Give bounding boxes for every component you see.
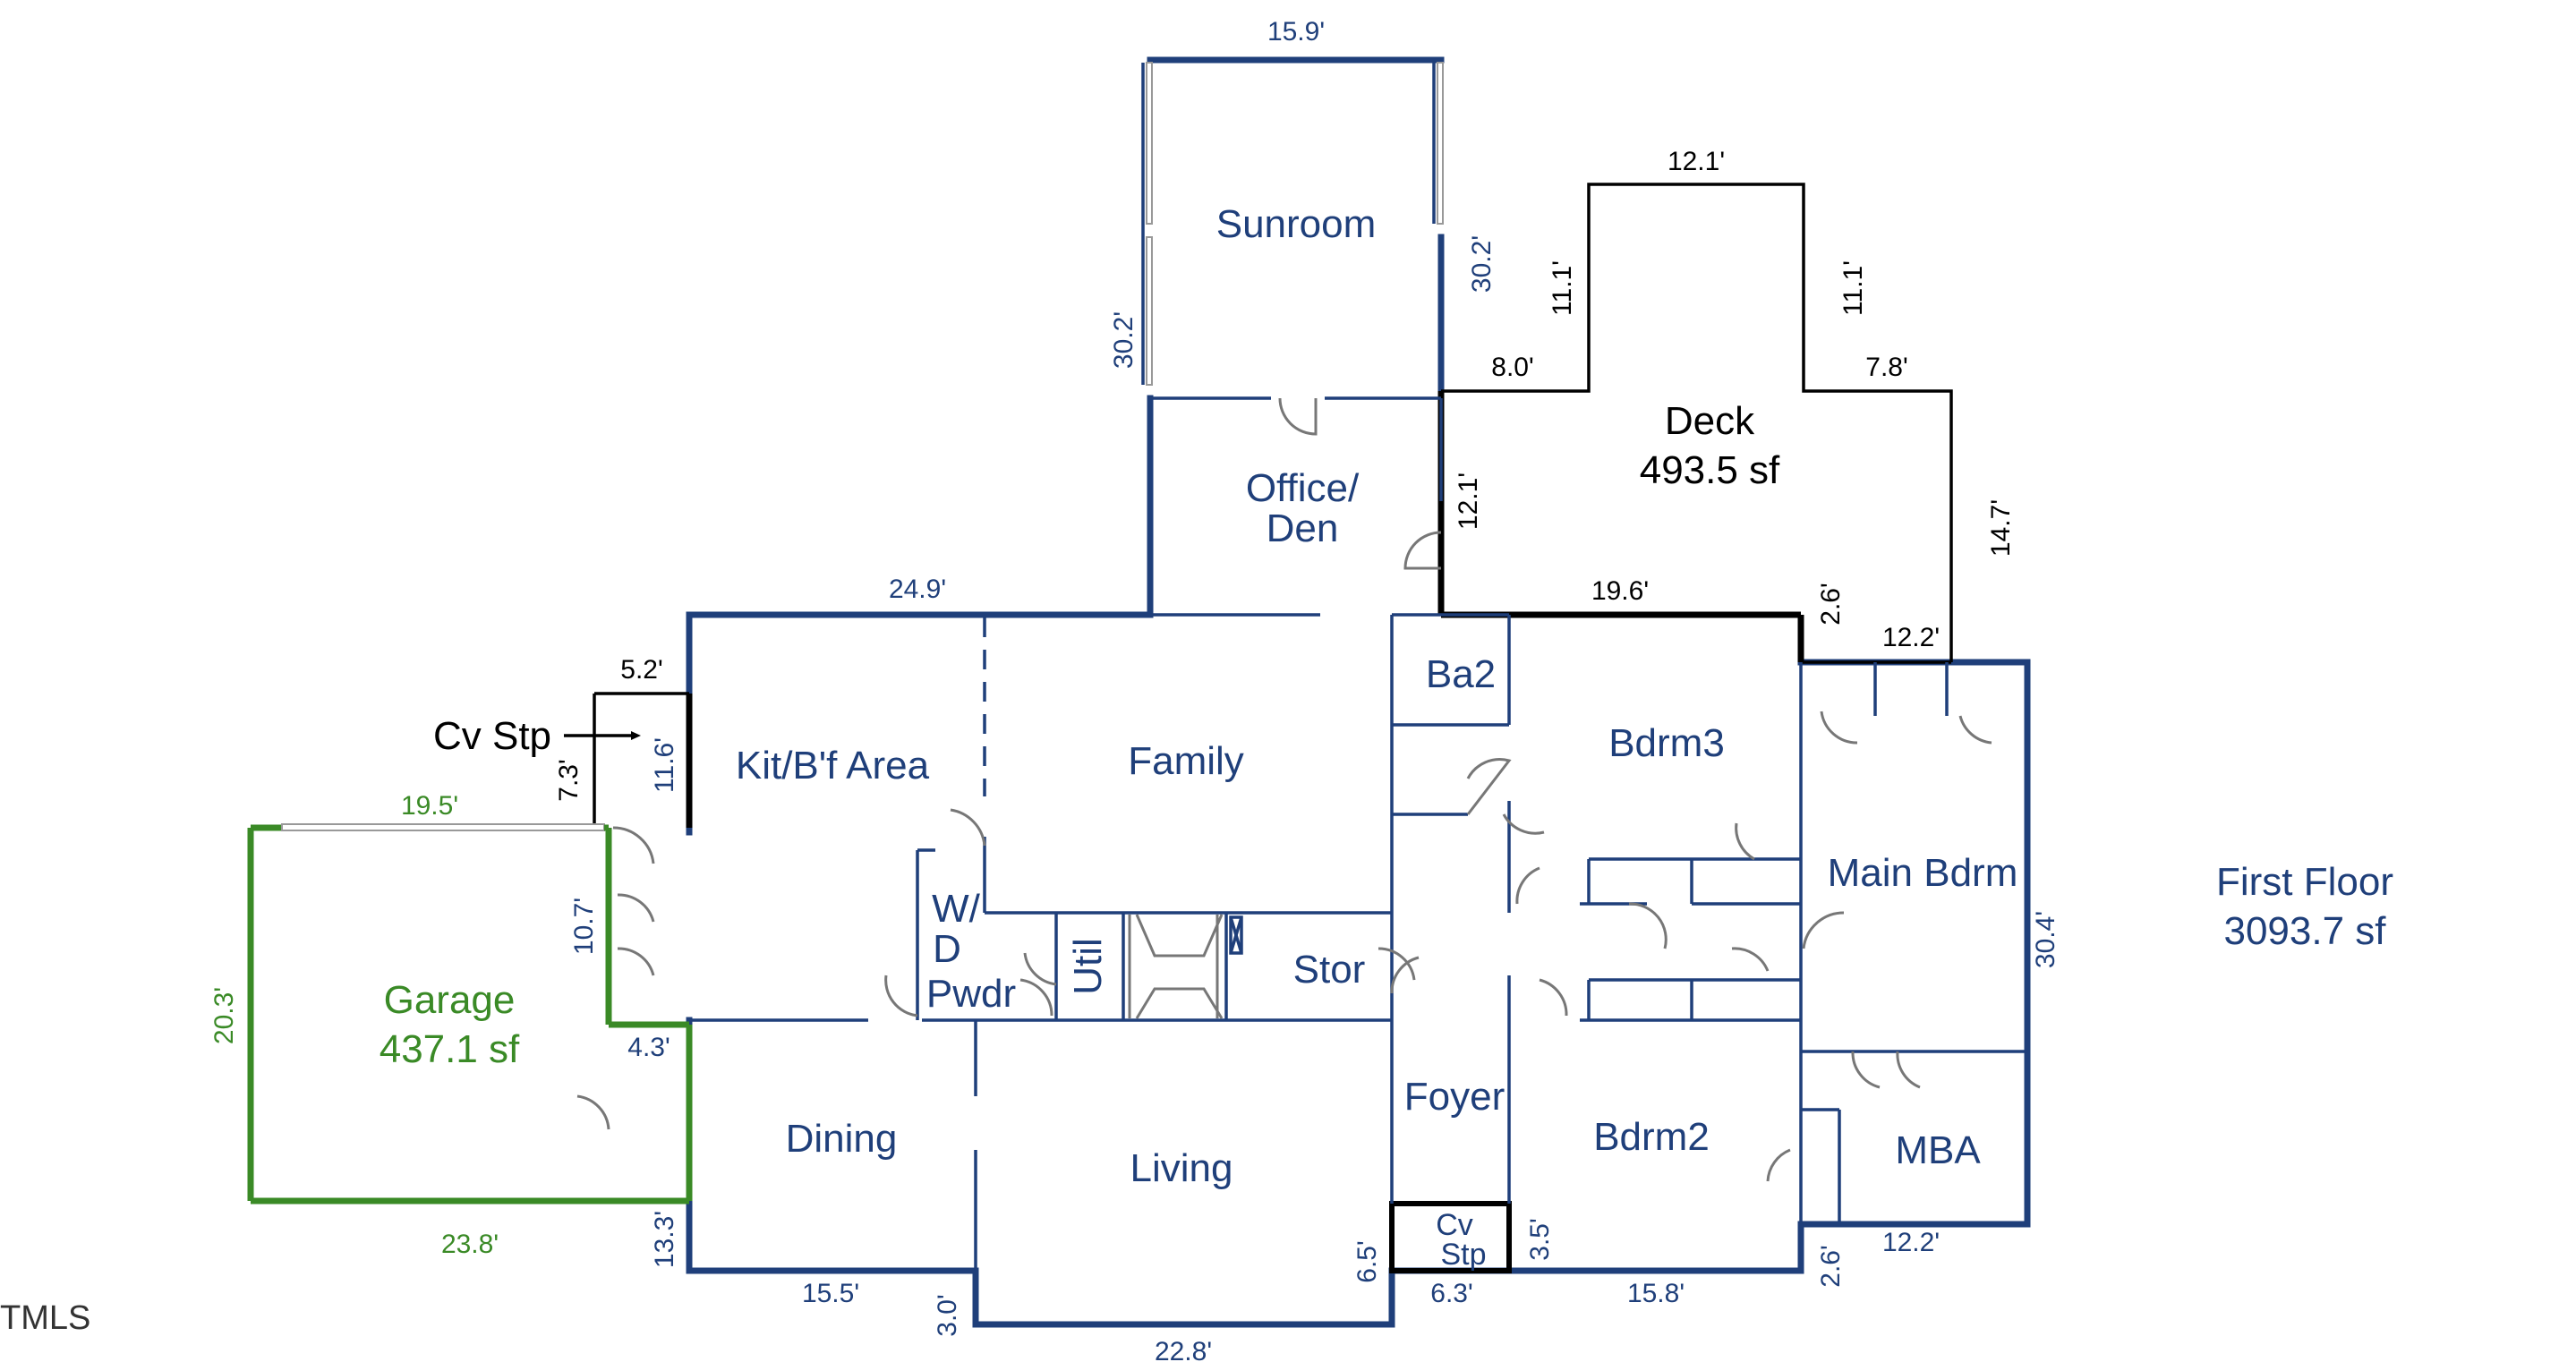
room-label-foyer: Foyer: [1404, 1075, 1505, 1119]
dim-foyer-jog-left: 6.5': [1352, 1240, 1382, 1282]
dim-garage-bottom: 23.8': [441, 1230, 499, 1259]
garage-outline: [247, 823, 693, 1205]
stair-detail: [1128, 914, 1243, 1019]
room-label-ba2: Ba2: [1426, 652, 1496, 696]
dim-house-left-lower: 13.3': [650, 1211, 679, 1268]
floor-name: First Floor: [2216, 860, 2393, 904]
room-label-util: Util: [1066, 938, 1110, 995]
dim-deck-left-step: 8.0': [1491, 353, 1533, 382]
sunroom-windows: [1141, 62, 1444, 386]
room-label-pwdr: Pwdr: [926, 972, 1016, 1016]
floor-area: 3093.7 sf: [2223, 909, 2386, 953]
room-label-bdrm2: Bdrm2: [1593, 1115, 1710, 1159]
room-label-main-bdrm: Main Bdrm: [1828, 851, 2018, 895]
front-covered-step: [1389, 1201, 1512, 1273]
dim-deck-left-up: 11.1': [1548, 260, 1577, 316]
dim-cvstp-side: 7.3': [554, 759, 584, 801]
dim-bdrm2-bottom: 15.8': [1627, 1279, 1685, 1308]
dim-house-top: 24.9': [889, 575, 946, 604]
room-label-office-1: Office/: [1246, 466, 1360, 510]
room-label-dining: Dining: [786, 1117, 898, 1161]
room-label-office-2: Den: [1267, 506, 1339, 550]
room-label-cv-stp-front-2: Stp: [1440, 1238, 1486, 1272]
room-area-garage: 437.1 sf: [380, 1027, 520, 1071]
dim-house-right: 30.4': [2031, 911, 2060, 968]
room-label-mba: MBA: [1895, 1128, 1981, 1172]
dim-sunroom-right: 30.2': [1467, 235, 1497, 293]
room-label-sunroom: Sunroom: [1216, 202, 1377, 246]
dim-deck-jog: 2.6': [1816, 583, 1846, 625]
room-labels: Sunroom Office/ Den Deck 493.5 sf Kit/B'…: [380, 202, 2018, 1272]
side-covered-step: [564, 692, 693, 828]
room-label-living: Living: [1130, 1146, 1233, 1190]
dim-sunroom-left: 30.2': [1109, 311, 1139, 369]
dim-garage-left: 20.3': [209, 987, 239, 1044]
dim-mba-bottom: 12.2': [1882, 1228, 1940, 1257]
dim-mba-jog: 2.6': [1816, 1245, 1846, 1287]
room-label-stor: Stor: [1293, 948, 1366, 992]
dim-living-jog: 3.0': [933, 1294, 962, 1336]
dim-deck-left-side: 12.1': [1454, 472, 1483, 530]
dim-deck-bottom: 19.6': [1591, 576, 1649, 606]
dim-kitchen-side: 11.6': [650, 737, 679, 793]
room-label-cv-stp-front-1: Cv: [1436, 1208, 1473, 1242]
dim-deck-br: 12.2': [1882, 623, 1940, 652]
dimension-labels: 15.9' 30.2' 30.2' 12.1' 11.1' 11.1' 8.0'…: [209, 17, 2060, 1362]
dim-cvstp-top: 5.2': [620, 655, 662, 685]
room-label-kitchen: Kit/B'f Area: [736, 744, 930, 787]
dim-deck-right-side: 14.7': [1986, 499, 2016, 557]
room-label-bdrm3: Bdrm3: [1608, 721, 1725, 765]
tmls-watermark: TMLS: [0, 1299, 90, 1337]
room-label-deck: Deck: [1665, 399, 1755, 443]
dim-dining-bottom: 15.5': [802, 1279, 859, 1308]
dim-foyer-bottom: 6.3': [1430, 1279, 1472, 1308]
dim-living-bottom: 22.8': [1155, 1337, 1212, 1362]
dim-sunroom-top: 15.9': [1267, 17, 1325, 47]
room-area-deck: 493.5 sf: [1640, 448, 1780, 492]
room-label-wd-1: W/: [932, 887, 981, 931]
dim-deck-top: 12.1': [1668, 147, 1725, 176]
dim-foyer-jog-right: 3.5': [1525, 1218, 1555, 1260]
door-swings: [576, 397, 1992, 1182]
dim-garage-top: 19.5': [401, 791, 458, 821]
interior-walls: [689, 396, 2027, 1271]
dim-garage-right-lower: 4.3': [627, 1033, 670, 1062]
room-label-family: Family: [1128, 739, 1244, 783]
room-label-garage: Garage: [384, 978, 516, 1022]
room-label-cv-stp-side: Cv Stp: [433, 714, 551, 758]
room-label-wd-2: D: [933, 927, 961, 971]
dim-deck-right-up: 11.1': [1838, 260, 1868, 316]
dim-deck-right-step: 7.8': [1865, 353, 1907, 382]
dim-garage-right-upper: 10.7': [569, 898, 599, 955]
